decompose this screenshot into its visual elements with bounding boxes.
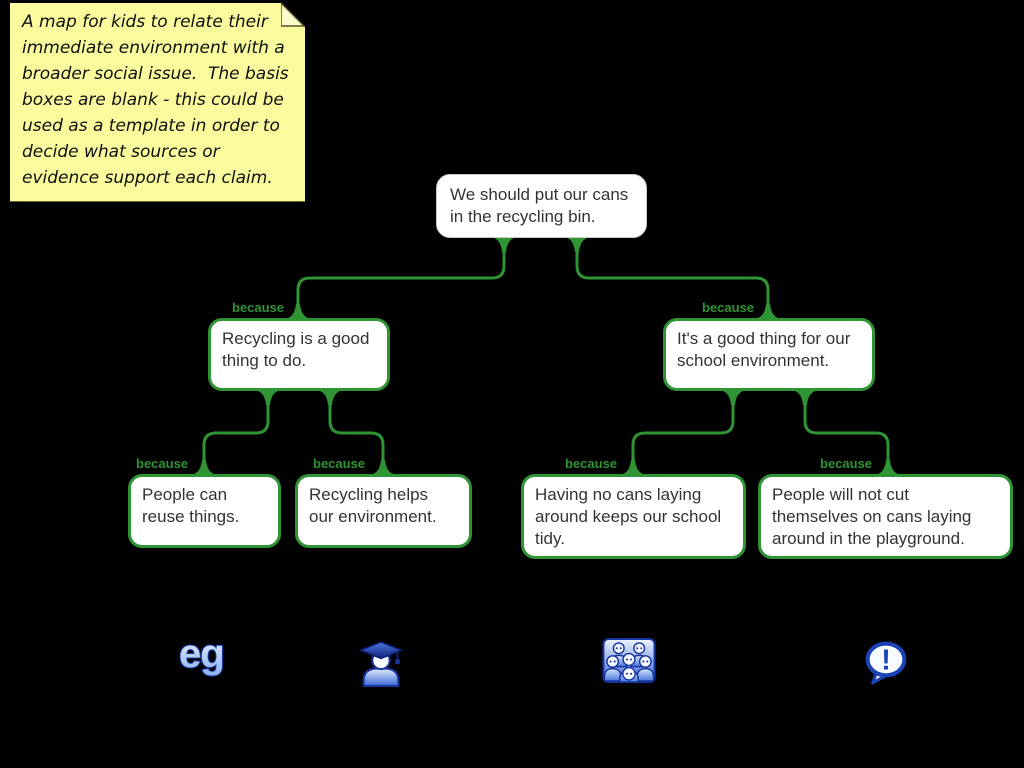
connector-reason1-to-sub1 <box>194 391 278 474</box>
connector-reason1-to-sub2 <box>320 391 393 474</box>
connector-main-to-reason2 <box>567 238 778 318</box>
connector-reason2-to-sub1 <box>623 391 743 474</box>
connector-main-to-reason1 <box>288 238 514 318</box>
connector-label-because-5: because <box>565 456 618 471</box>
connector-label-because-3: because <box>136 456 189 471</box>
assertion-exclamation-icon[interactable]: ! <box>864 640 908 685</box>
connector-label-because-1: because <box>232 300 285 315</box>
folded-corner-icon <box>281 3 305 27</box>
subreason-box-3[interactable]: Having no cans laying around keeps our s… <box>521 474 746 559</box>
connector-label-because-6: because <box>820 456 873 471</box>
eg-glyph: eg <box>179 636 224 676</box>
common-belief-crowd-icon[interactable] <box>602 638 656 683</box>
connector-label-because-4: because <box>313 456 366 471</box>
subreason-box-4[interactable]: People will not cut themselves on cans l… <box>758 474 1013 559</box>
connector-reason2-to-sub2 <box>795 391 898 474</box>
exclamation-glyph: ! <box>881 645 891 677</box>
connector-label-because-2: because <box>702 300 755 315</box>
expert-graduate-icon[interactable] <box>358 640 404 687</box>
subreason-box-1[interactable]: People can reuse things. <box>128 474 281 548</box>
subreason-box-2[interactable]: Recycling helps our environment. <box>295 474 472 548</box>
reason-box-1[interactable]: Recycling is a good thing to do. <box>208 318 390 391</box>
sticky-note-text: A map for kids to relate their immediate… <box>22 12 289 188</box>
reason-box-2[interactable]: It's a good thing for our school environ… <box>663 318 875 391</box>
example-eg-icon[interactable]: eg <box>176 636 234 680</box>
sticky-note[interactable]: A map for kids to relate their immediate… <box>10 3 305 201</box>
contention-box[interactable]: We should put our cans in the recycling … <box>436 174 647 238</box>
